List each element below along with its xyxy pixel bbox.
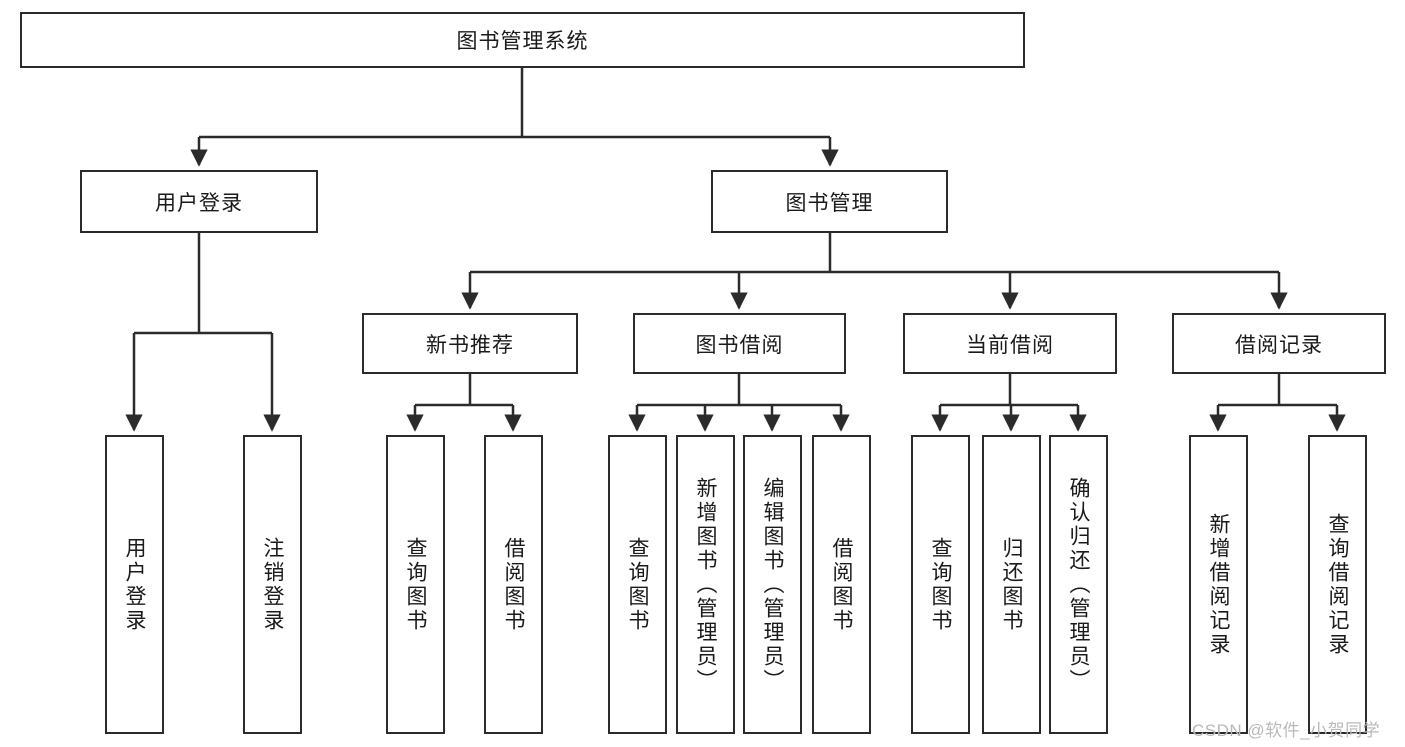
node-book-manage-label: 图书管理 — [785, 191, 874, 215]
node-leaf-return-book[interactable]: 归还图书 — [982, 435, 1041, 734]
node-leaf-logout-login[interactable]: 注销登录 — [243, 435, 302, 734]
node-leaf-user-login[interactable]: 用户登录 — [105, 435, 164, 734]
node-leaf-logout-login-label: 注销登录 — [261, 536, 284, 633]
node-leaf-edit-book-admin-label: 编辑图书（管理员） — [761, 476, 784, 693]
csdn-watermark: CSDN @软件_小贺同学 — [1192, 721, 1381, 740]
node-leaf-query-book-recommend-label: 查询图书 — [404, 536, 427, 633]
node-leaf-add-book-admin[interactable]: 新增图书（管理员） — [676, 435, 735, 734]
node-leaf-query-book-borrow-label: 查询图书 — [626, 536, 649, 633]
node-leaf-query-borrow-record[interactable]: 查询借阅记录 — [1308, 435, 1367, 734]
node-book-borrow[interactable]: 图书借阅 — [633, 313, 846, 374]
node-user-login[interactable]: 用户登录 — [80, 170, 318, 233]
node-new-book-recommend-label: 新书推荐 — [426, 333, 514, 357]
node-leaf-add-book-admin-label: 新增图书（管理员） — [694, 476, 717, 693]
node-leaf-add-borrow-record-label: 新增借阅记录 — [1207, 512, 1230, 657]
node-book-borrow-label: 图书借阅 — [695, 333, 784, 357]
node-root-label: 图书管理系统 — [456, 30, 589, 53]
node-leaf-confirm-return-admin[interactable]: 确认归还（管理员） — [1049, 435, 1108, 734]
node-leaf-edit-book-admin[interactable]: 编辑图书（管理员） — [743, 435, 802, 734]
node-leaf-borrow-book-recommend[interactable]: 借阅图书 — [484, 435, 543, 734]
node-borrow-record-label: 借阅记录 — [1235, 333, 1323, 357]
node-new-book-recommend[interactable]: 新书推荐 — [362, 313, 578, 374]
node-leaf-user-login-label: 用户登录 — [123, 536, 146, 633]
node-leaf-borrow-book[interactable]: 借阅图书 — [812, 435, 871, 734]
node-leaf-confirm-return-admin-label: 确认归还（管理员） — [1067, 476, 1090, 693]
node-leaf-return-book-label: 归还图书 — [1000, 536, 1023, 633]
node-current-borrow[interactable]: 当前借阅 — [903, 313, 1117, 374]
node-root[interactable]: 图书管理系统 — [20, 12, 1025, 68]
node-user-login-label: 用户登录 — [155, 191, 243, 215]
node-leaf-query-book-current[interactable]: 查询图书 — [911, 435, 970, 734]
node-leaf-query-book-borrow[interactable]: 查询图书 — [608, 435, 667, 734]
node-leaf-query-book-recommend[interactable]: 查询图书 — [386, 435, 445, 734]
node-leaf-borrow-book-label: 借阅图书 — [830, 536, 853, 633]
node-leaf-query-book-current-label: 查询图书 — [929, 536, 952, 633]
node-book-manage[interactable]: 图书管理 — [711, 170, 948, 233]
node-leaf-add-borrow-record[interactable]: 新增借阅记录 — [1189, 435, 1248, 734]
node-current-borrow-label: 当前借阅 — [966, 333, 1054, 357]
node-leaf-borrow-book-recommend-label: 借阅图书 — [502, 536, 525, 633]
node-borrow-record[interactable]: 借阅记录 — [1172, 313, 1386, 374]
node-leaf-query-borrow-record-label: 查询借阅记录 — [1326, 512, 1349, 657]
